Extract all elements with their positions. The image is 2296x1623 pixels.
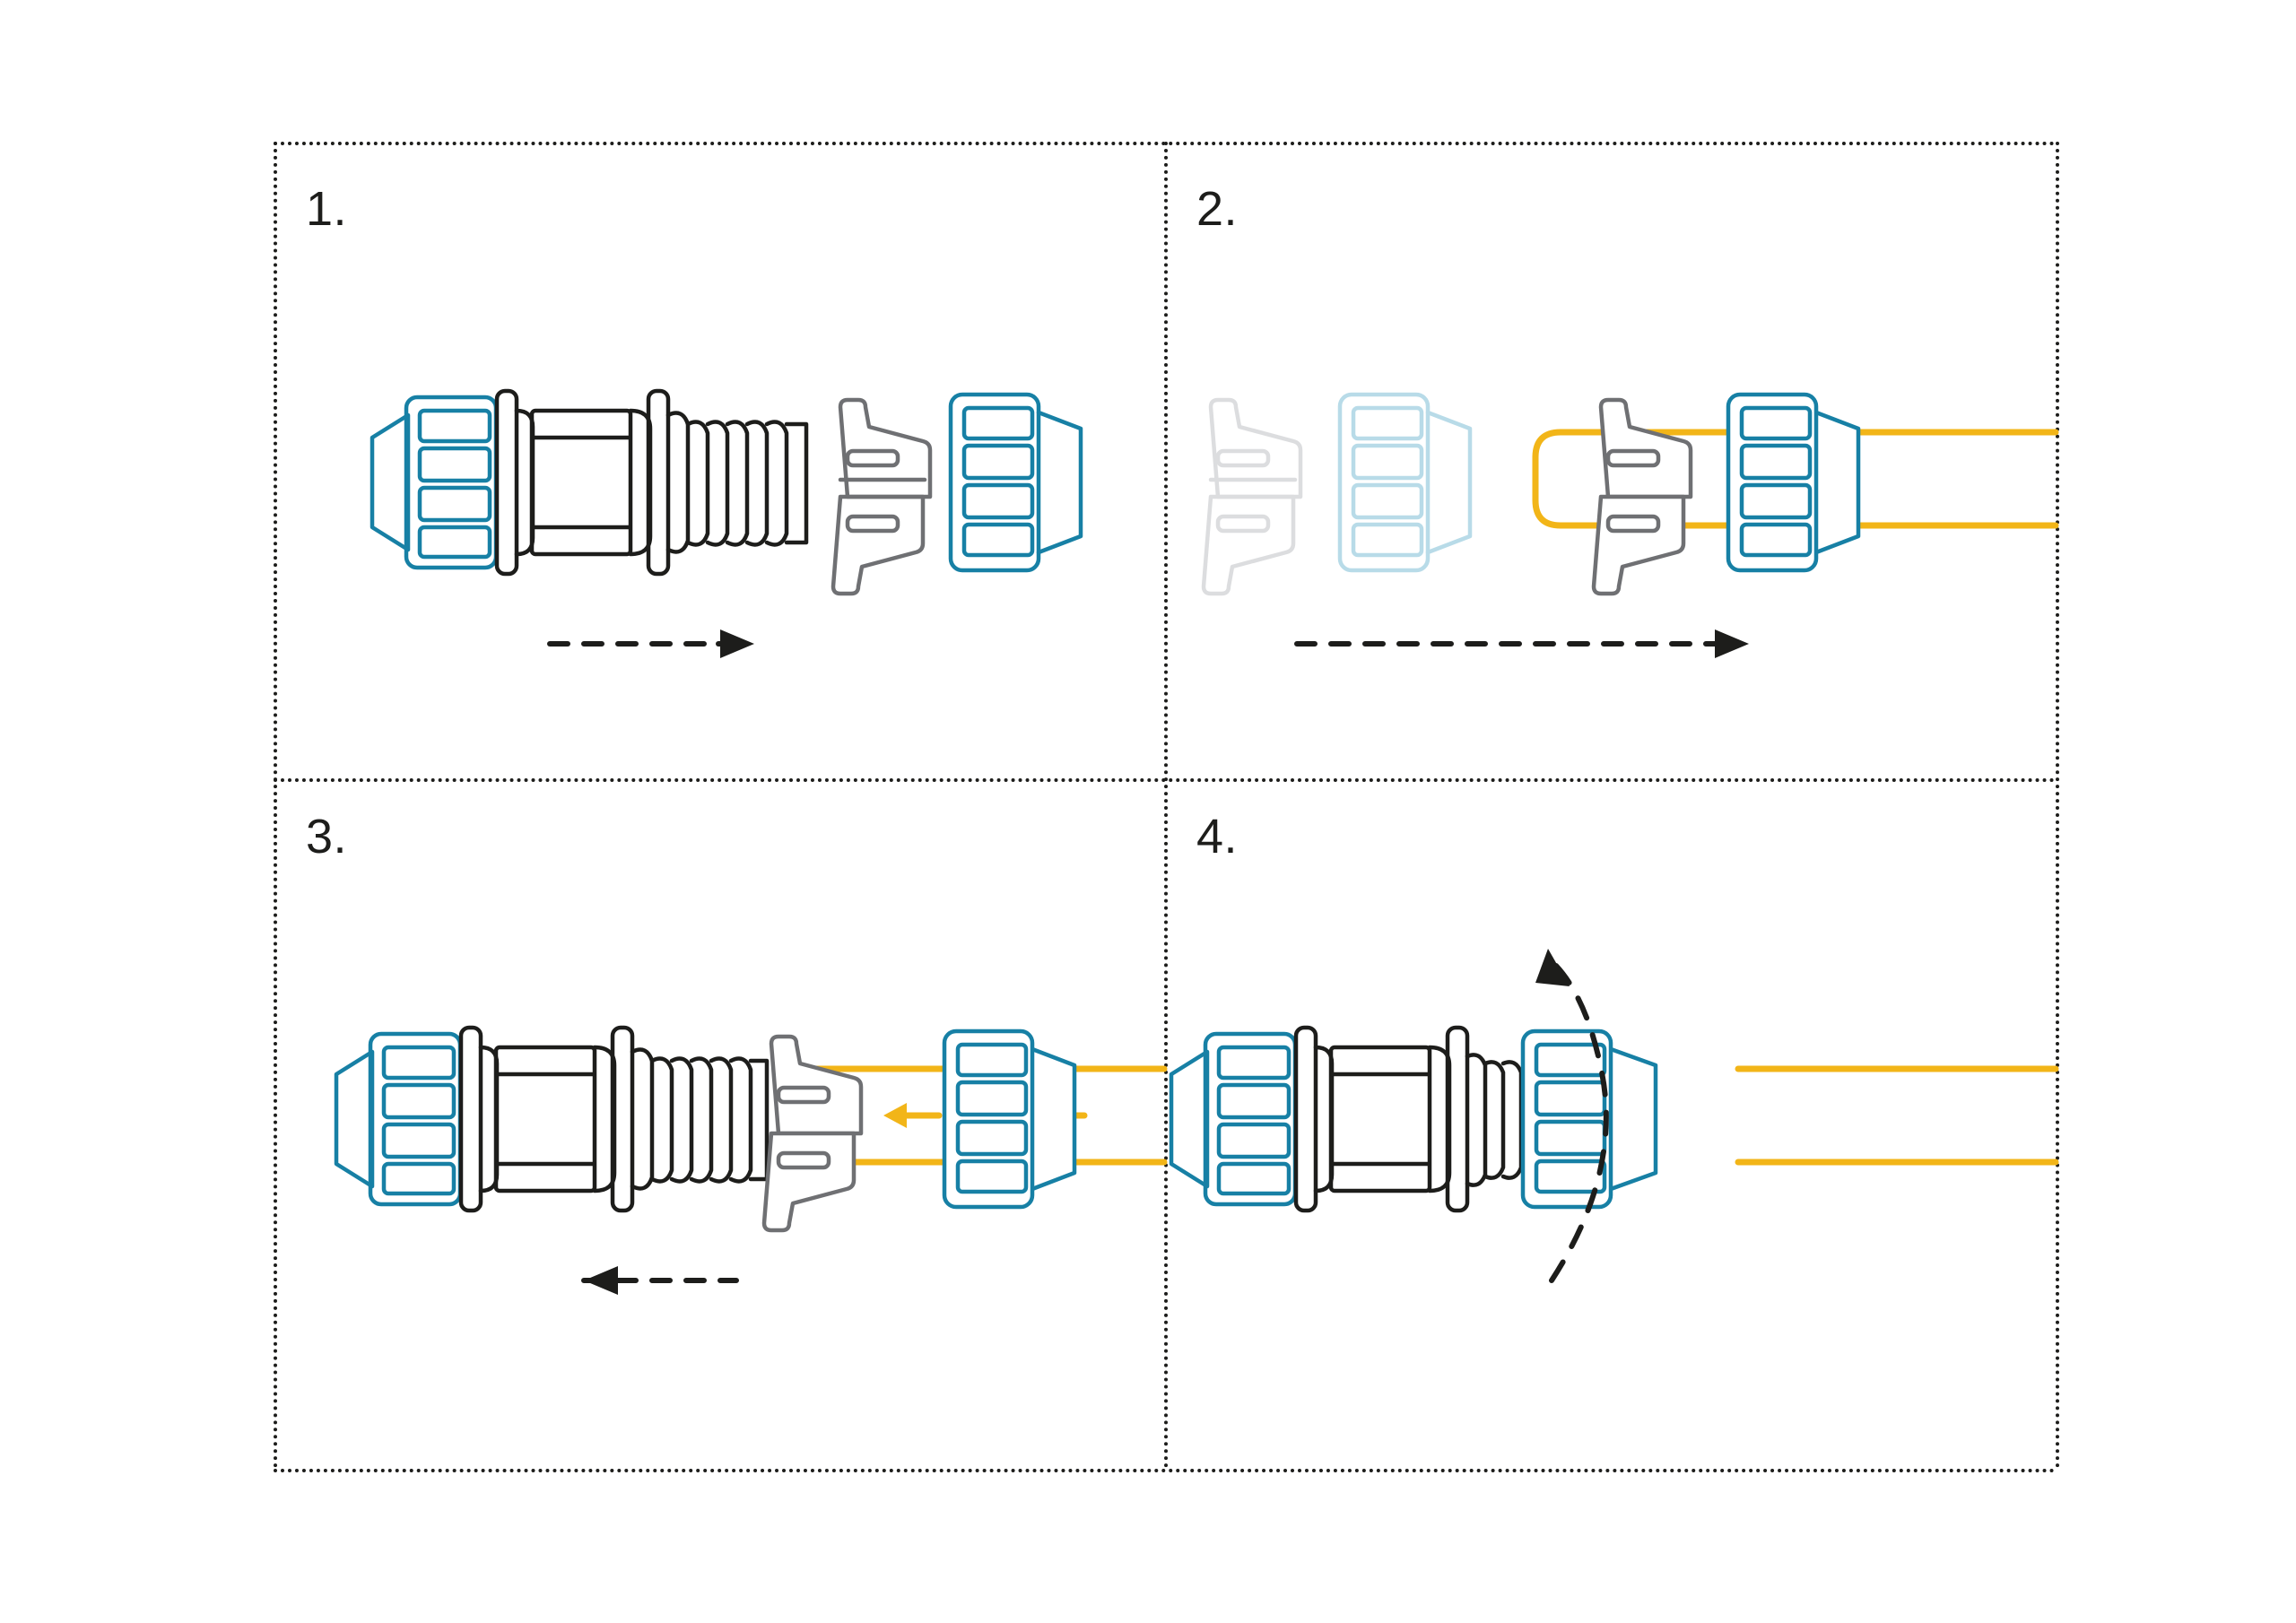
yellow-cable xyxy=(1735,1065,2059,1166)
blue-cap-nut-left xyxy=(370,395,499,570)
blue-cap-nut xyxy=(1726,392,1861,573)
panel-2: 2. xyxy=(1164,142,2059,778)
arrowhead-left xyxy=(584,1266,618,1295)
panel-1-artwork xyxy=(274,142,1164,778)
connector-body xyxy=(458,1025,635,1213)
threaded-nipple-partial xyxy=(1465,1053,1524,1187)
gray-seal xyxy=(1591,397,1693,596)
blue-cap-nut-left xyxy=(334,1031,463,1207)
panel-4: 4. xyxy=(1164,778,2059,1469)
grid-border-center xyxy=(1164,142,1168,1469)
gray-seal xyxy=(831,397,933,596)
blue-cap-nut-left xyxy=(1169,1031,1298,1207)
panel-1-number: 1. xyxy=(306,182,348,236)
push-arrowhead-2 xyxy=(1029,1103,1052,1128)
blue-cap-nut-ghost xyxy=(1337,392,1473,573)
arrowhead-right xyxy=(1715,629,1749,658)
grid-border-left xyxy=(274,142,277,1469)
threaded-nipple xyxy=(665,411,809,554)
blue-cap-nut-right xyxy=(942,1028,1077,1210)
connector-body xyxy=(494,388,671,577)
panel-grid: 1. xyxy=(274,142,2059,1472)
arrowhead-right xyxy=(720,629,754,658)
panel-2-number: 2. xyxy=(1196,182,1239,236)
yellow-cable xyxy=(1532,429,2059,529)
connector-body xyxy=(1293,1025,1470,1213)
gray-seal-ghost xyxy=(1201,397,1303,596)
panel-4-artwork xyxy=(1164,778,2059,1469)
panel-1: 1. xyxy=(274,142,1164,778)
rotation-arrow xyxy=(1549,962,1609,1283)
threaded-nipple xyxy=(630,1047,770,1191)
panel-2-artwork xyxy=(1164,142,2059,778)
rotation-arrowhead xyxy=(1535,949,1570,986)
panel-3-number: 3. xyxy=(306,810,348,864)
panel-3: 3. xyxy=(274,778,1168,1469)
blue-cap-nut-right xyxy=(948,392,1083,573)
panel-4-number: 4. xyxy=(1196,810,1239,864)
push-arrowhead-1 xyxy=(883,1103,907,1128)
grid-border-right xyxy=(2056,142,2059,1469)
assembled-cap-nut xyxy=(1520,1028,1658,1210)
gray-seal xyxy=(761,1034,864,1233)
yellow-cable xyxy=(772,1065,1168,1166)
grid-border-bottom xyxy=(274,1469,2056,1472)
panel-3-artwork xyxy=(274,778,1168,1469)
